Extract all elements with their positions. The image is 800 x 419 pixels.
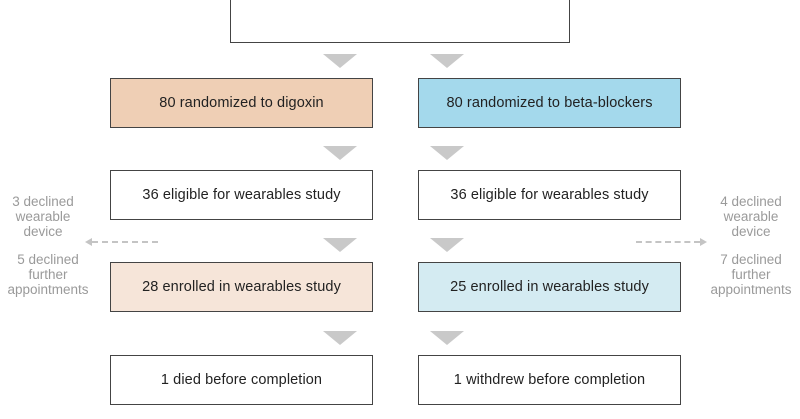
beta-blocker-declined-appointments-note: 7 declined further appointments <box>710 252 792 297</box>
digoxin-outcome-box: 1 died before completion <box>110 355 373 405</box>
flow-arrow-left-2 <box>323 146 357 160</box>
flow-arrow-left-4 <box>323 331 357 345</box>
beta-blocker-exclusion-dashed-line <box>636 241 700 243</box>
digoxin-randomized-label: 80 randomized to digoxin <box>159 95 324 111</box>
flow-arrow-left-3 <box>323 238 357 252</box>
flow-arrow-right-3 <box>430 238 464 252</box>
digoxin-eligible-label: 36 eligible for wearables study <box>142 187 341 203</box>
enrollment-box <box>230 0 570 43</box>
beta-blocker-outcome-label: 1 withdrew before completion <box>453 372 646 388</box>
digoxin-exclusion-arrowhead <box>85 238 92 246</box>
digoxin-exclusion-dashed-line <box>92 241 158 243</box>
digoxin-enrolled-label: 28 enrolled in wearables study <box>142 279 341 295</box>
beta-blocker-exclusion-arrowhead <box>700 238 707 246</box>
digoxin-eligible-box: 36 eligible for wearables study <box>110 170 373 220</box>
beta-blocker-eligible-box: 36 eligible for wearables study <box>418 170 681 220</box>
beta-blocker-eligible-label: 36 eligible for wearables study <box>450 187 649 203</box>
beta-blocker-randomized-label: 80 randomized to beta-blockers <box>446 95 653 111</box>
beta-blocker-enrolled-box: 25 enrolled in wearables study <box>418 262 681 312</box>
beta-blocker-outcome-box: 1 withdrew before completion <box>418 355 681 405</box>
digoxin-declined-appointments-note: 5 declined further appointments <box>7 252 89 297</box>
digoxin-randomized-box: 80 randomized to digoxin <box>110 78 373 128</box>
digoxin-enrolled-box: 28 enrolled in wearables study <box>110 262 373 312</box>
beta-blocker-declined-device-note: 4 declined wearable device <box>720 194 782 239</box>
beta-blocker-randomized-box: 80 randomized to beta-blockers <box>418 78 681 128</box>
flow-arrow-right-1 <box>430 54 464 68</box>
digoxin-outcome-label: 1 died before completion <box>160 372 323 388</box>
beta-blocker-enrolled-label: 25 enrolled in wearables study <box>450 279 649 295</box>
digoxin-declined-device-note: 3 declined wearable device <box>12 194 74 239</box>
flow-arrow-right-4 <box>430 331 464 345</box>
flow-arrow-left-1 <box>323 54 357 68</box>
flow-arrow-right-2 <box>430 146 464 160</box>
